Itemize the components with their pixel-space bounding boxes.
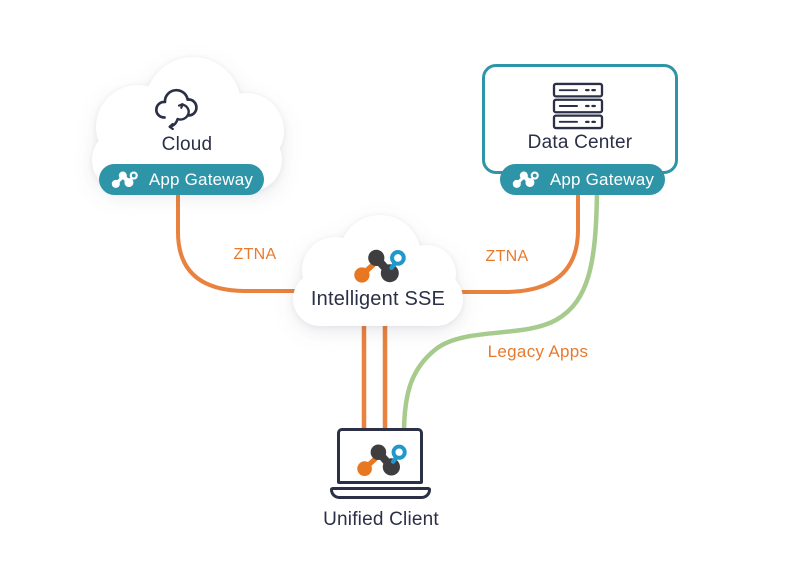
ztna-right-label: ZTNA: [485, 248, 529, 265]
cloud-label: Cloud: [161, 134, 213, 155]
data-center-node: Data Center App Gateway: [482, 64, 678, 196]
laptop-base: [330, 487, 431, 499]
edge-legacy-apps: [401, 189, 600, 437]
app-gateway-badge-datacenter: App Gateway: [500, 164, 665, 195]
ztna-left-label: ZTNA: [233, 246, 277, 263]
app-gateway-logo-icon: [111, 171, 138, 188]
sse-cloud-node: Intelligent SSE: [287, 214, 469, 330]
server-stack-icon: [552, 82, 604, 130]
molecule-key-logo-icon: [357, 444, 407, 476]
data-center-box: [482, 64, 678, 174]
laptop-node: [324, 424, 438, 508]
data-center-label: Data Center: [527, 132, 633, 153]
badge-label: App Gateway: [148, 169, 254, 189]
edge-ztna-left: [176, 190, 302, 293]
app-gateway-badge-cloud: App Gateway: [99, 164, 264, 195]
legacy-apps-label: Legacy Apps: [487, 342, 589, 361]
unified-client-label: Unified Client: [323, 509, 439, 530]
edge-ztna-right: [448, 190, 580, 294]
app-gateway-logo-icon: [512, 171, 539, 188]
badge-label: App Gateway: [549, 169, 655, 189]
cloud-node: Cloud App Gateway: [78, 55, 296, 199]
cloud-sync-icon: [154, 88, 198, 131]
sse-label: Intelligent SSE: [310, 288, 446, 310]
molecule-key-logo-icon: [354, 249, 406, 283]
